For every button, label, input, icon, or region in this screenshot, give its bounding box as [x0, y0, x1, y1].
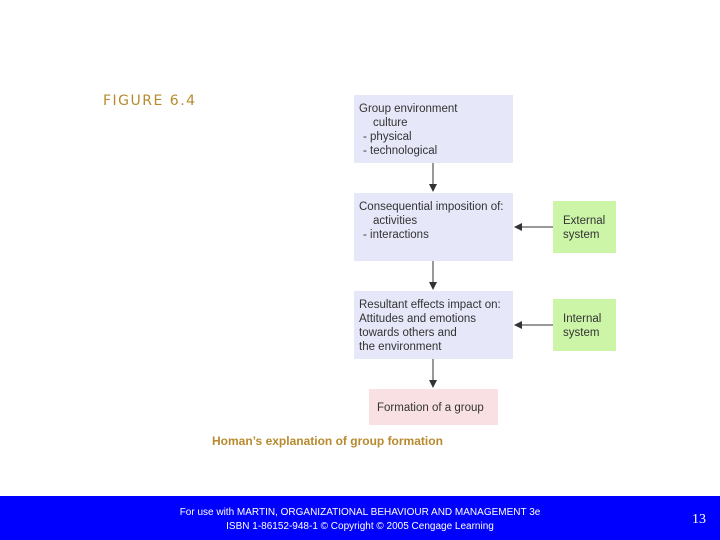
internal-system-box: Internal system: [553, 299, 616, 351]
figure-label: FIGURE 6.4: [103, 93, 197, 109]
page-number: 13: [692, 512, 706, 527]
external-system-label: External: [563, 215, 606, 227]
formation-of-group-box: Formation of a group: [369, 389, 498, 425]
group-environment-item: - physical: [363, 131, 412, 143]
group-environment-box: Group environment culture - physical - t…: [354, 95, 513, 163]
group-environment-title: Group environment: [359, 103, 458, 115]
external-system-label: system: [563, 229, 600, 241]
group-environment-item: - technological: [363, 145, 438, 157]
resultant-effects-title: Resultant effects impact on:: [359, 299, 501, 311]
consequential-imposition-box: Consequential imposition of: activities …: [354, 193, 513, 261]
internal-system-label: system: [563, 327, 600, 339]
group-environment-item: culture: [373, 117, 408, 129]
resultant-effects-item: the environment: [359, 341, 442, 353]
figure-caption: Homan’s explanation of group formation: [212, 434, 443, 448]
footer-text: For use with MARTIN, ORGANIZATIONAL BEHA…: [0, 506, 720, 534]
footer-bar: For use with MARTIN, ORGANIZATIONAL BEHA…: [0, 496, 720, 540]
consequential-imposition-item: activities: [373, 215, 418, 227]
consequential-imposition-title: Consequential imposition of:: [359, 201, 504, 213]
internal-system-label: Internal: [563, 313, 602, 325]
formation-of-group-title: Formation of a group: [377, 402, 484, 414]
resultant-effects-item: Attitudes and emotions: [359, 313, 476, 325]
footer-line-2: ISBN 1-86152-948-1 © Copyright © 2005 Ce…: [226, 521, 494, 532]
resultant-effects-item: towards others and: [359, 327, 457, 339]
external-system-box: External system: [553, 201, 616, 253]
resultant-effects-box: Resultant effects impact on: Attitudes a…: [354, 291, 513, 359]
consequential-imposition-item: - interactions: [363, 229, 429, 241]
footer-line-1: For use with MARTIN, ORGANIZATIONAL BEHA…: [179, 507, 541, 518]
